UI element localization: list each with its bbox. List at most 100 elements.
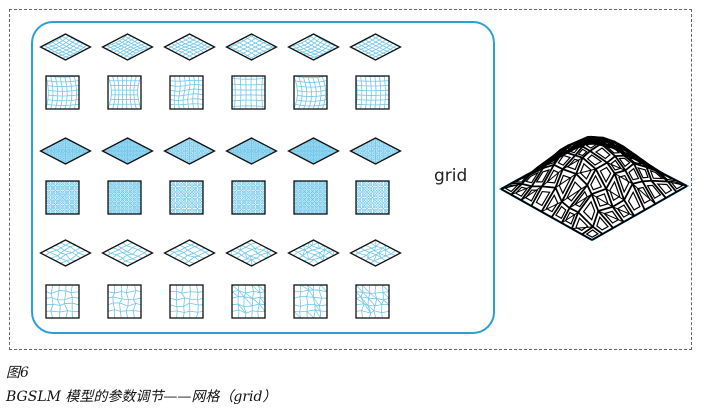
pattern-line [309,45,335,59]
pattern-motif [260,204,265,210]
pattern-line [171,42,197,57]
model-cell [628,167,640,181]
pattern-line [383,208,390,215]
pattern-line [355,250,381,264]
pattern-line [64,77,68,110]
pattern-motif [241,185,246,191]
pattern-line [231,180,252,201]
pattern-motif [181,192,187,198]
diamond-outline [101,33,154,61]
pattern-line [232,36,258,51]
pattern-line [362,292,369,299]
pattern-motif [55,185,60,191]
pattern-motif [182,145,188,149]
pattern-motif [128,189,133,194]
pattern-line [107,75,112,110]
pattern-line [365,76,367,110]
pattern-line [355,180,368,193]
pattern-line [378,252,382,258]
pattern-line [375,239,377,247]
pattern-diamond-3-1 [39,239,92,267]
model-cell [615,144,633,155]
pattern-line [297,93,328,97]
pattern-line [368,297,376,307]
pattern-line [178,39,205,53]
pattern-square-2-1 [45,180,80,215]
pattern-motif [186,208,192,214]
pattern-motif [255,204,261,210]
pattern-motif [181,197,187,203]
square-outline [169,284,204,319]
pattern-motif [116,197,121,202]
pattern-motif [65,181,70,186]
pattern-line [169,103,204,106]
pattern-line [169,98,204,101]
pattern-motif [186,203,192,209]
pattern-line [189,284,191,319]
pattern-motif [361,197,367,203]
pattern-line [73,76,77,110]
pattern-motif [120,181,125,185]
pattern-motif [246,209,251,214]
pattern-motif [132,185,137,190]
figure-caption: BGSLM 模型的参数调节——网格（grid） [6,389,277,405]
model-brace [606,162,626,171]
pattern-line [355,180,379,204]
pattern-motif [116,185,121,190]
pattern-line [293,180,324,211]
pattern-line [250,199,266,215]
pattern-motif [175,192,181,198]
pattern-line [366,191,390,215]
model-cell [504,184,519,193]
pattern-line [363,303,372,314]
pattern-motif [306,205,311,210]
pattern-motif [128,181,133,185]
pattern-line [293,250,319,264]
pattern-line [355,180,384,209]
pattern-line [306,310,315,319]
pattern-motif [175,208,181,214]
pattern-motif [260,185,265,191]
pattern-motif [251,185,256,191]
pattern-line [357,89,390,92]
pattern-line [169,180,198,209]
pattern-line [373,254,377,261]
model-cell [590,174,603,191]
pattern-motif [191,158,197,162]
pattern-line [169,88,204,92]
pattern-line [50,244,76,259]
pattern-motif [260,190,265,195]
pattern-line [132,284,137,319]
model-brace [575,168,596,175]
pattern-motif [50,204,56,210]
pattern-line [47,37,73,52]
pattern-line [293,296,328,299]
pattern-line [245,292,253,299]
pattern-line [233,75,236,110]
pattern-line [64,199,80,215]
pattern-motif [372,192,378,198]
pattern-motif [50,181,56,186]
pattern-motif [372,143,379,146]
pattern-motif [314,197,319,202]
pattern-motif [306,193,311,198]
pattern-line [304,40,329,53]
pattern-line [231,242,257,256]
model-cell [656,183,673,195]
pattern-line [293,311,301,319]
pattern-line [377,202,390,215]
pattern-line [59,38,84,52]
pattern-line [174,39,201,53]
pattern-motif [116,201,121,206]
pattern-line [300,284,310,291]
pattern-diamond-2-2 [101,137,154,165]
pattern-motif [367,186,373,192]
pattern-square-2-6 [355,180,390,215]
pattern-motif [381,151,387,155]
pattern-line [102,33,128,48]
pattern-line [252,298,260,305]
model-cell [555,205,567,220]
model-cell [535,190,551,207]
pattern-line [174,244,200,259]
